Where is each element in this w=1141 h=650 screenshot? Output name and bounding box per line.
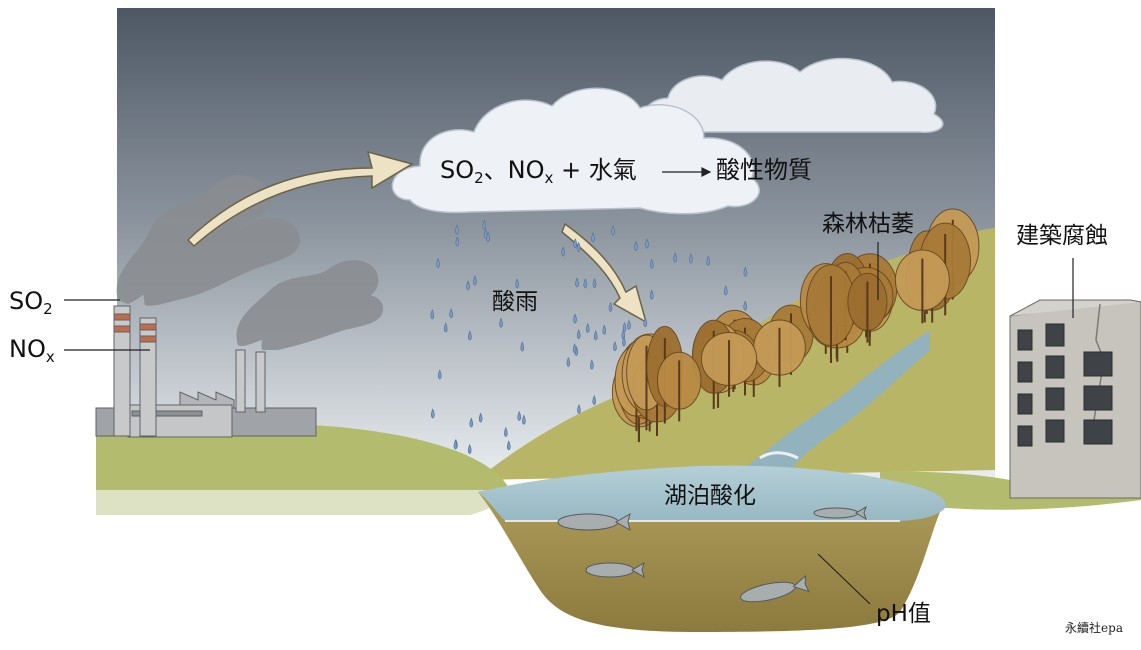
building-corrosion-label: 建築腐蝕 [1016, 223, 1108, 249]
rain-drop [561, 246, 565, 257]
rain-drop [469, 417, 474, 428]
corroded-building [1009, 299, 1141, 499]
rain-drop [673, 252, 677, 263]
so2-label: SO2 [9, 287, 53, 318]
rain-drop [573, 313, 577, 324]
rain-drop [583, 278, 588, 289]
ph-leader [817, 553, 871, 605]
acid-rain-label: 酸雨 [492, 289, 538, 315]
reaction-equation: SO2、NOx + 水氣 [440, 156, 637, 187]
lake-water [478, 465, 946, 521]
fish [557, 505, 867, 603]
rain-drop [591, 232, 595, 243]
rain-drop [430, 408, 435, 419]
rain-drop [622, 336, 626, 347]
rain-drop [634, 240, 638, 251]
rain-drop [478, 412, 483, 423]
rain-drop [723, 285, 728, 296]
tree [700, 331, 758, 397]
rain-drop [602, 324, 607, 335]
rain-drop [455, 224, 459, 235]
rain-drop [572, 343, 577, 354]
reaction-product: 酸性物質 [716, 156, 812, 184]
rain-drop [483, 228, 488, 239]
rain-drop [611, 225, 615, 236]
rain-drop [522, 414, 526, 425]
rain-drop [613, 341, 617, 352]
rain-drop [743, 266, 748, 277]
rain-drop [437, 369, 442, 380]
tree [894, 249, 950, 324]
rain-drop [576, 241, 581, 252]
rain-drop [576, 329, 581, 340]
cloud-main [391, 87, 760, 215]
rain-drop [643, 317, 648, 328]
forest-decline-label: 森林枯萎 [822, 211, 914, 237]
rain-drop [455, 236, 460, 247]
rain-drop [449, 308, 453, 319]
rain-drop [608, 301, 613, 312]
rain-drop [573, 238, 578, 249]
power-plant [95, 305, 317, 438]
left-ground [96, 423, 510, 490]
rain-drop [706, 255, 711, 266]
lake-acidification-label: 湖泊酸化 [664, 483, 756, 509]
nox-label: NOx [9, 335, 55, 366]
transport-arrow [186, 150, 414, 248]
rain-drop [649, 289, 654, 300]
rain-drop [585, 322, 590, 334]
forest-trees [611, 208, 980, 443]
rain-drop [504, 426, 508, 437]
rain-drop [473, 275, 477, 286]
rain-drop [577, 403, 581, 415]
rain-drop [627, 319, 631, 330]
rain-drop [689, 253, 693, 264]
leader-lines [64, 167, 1074, 605]
rain-drop [622, 321, 627, 333]
rain-drop [743, 300, 748, 311]
rain-drop [590, 359, 594, 370]
rain-drop [466, 280, 470, 291]
rain-drop [517, 410, 522, 422]
rain-drop [645, 238, 649, 249]
rain-drop [453, 439, 458, 450]
ph-value-label: pH值 [876, 601, 931, 627]
rain-drop [649, 258, 654, 269]
rain-drop [592, 278, 597, 289]
front-left-slope [96, 490, 510, 515]
rain-drop [443, 322, 448, 333]
rain-drop [468, 330, 472, 341]
rain-drop [482, 219, 487, 230]
rain-drop [566, 356, 571, 367]
stream [744, 330, 930, 470]
watermark: 永續社epa [1065, 621, 1123, 635]
rain-drop [430, 309, 435, 320]
rain-drop [575, 277, 579, 288]
cloud-upper-right [645, 57, 944, 133]
tree [656, 351, 702, 422]
rain-drop [506, 440, 511, 451]
rain-drop [467, 443, 472, 455]
rain-drop [520, 341, 525, 352]
reaction-arrowhead [701, 167, 712, 177]
rain-arrow [561, 222, 648, 324]
rain-drop [436, 257, 440, 268]
tree [847, 272, 888, 343]
rain-drop [515, 278, 519, 289]
rain-drop [593, 330, 598, 341]
rain-drop [499, 317, 503, 328]
rain-drop [592, 394, 597, 406]
